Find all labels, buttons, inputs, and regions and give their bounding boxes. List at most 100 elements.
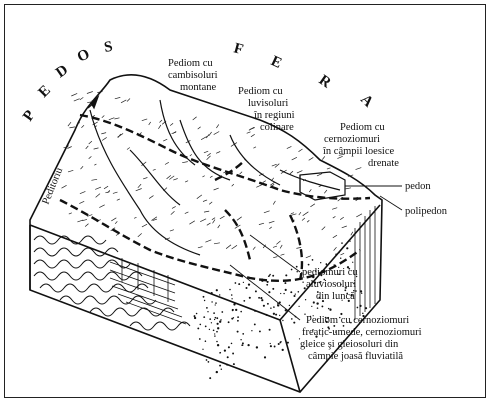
deposit-dot (278, 301, 281, 304)
hatch-stroke (324, 189, 328, 194)
deposit-dot (285, 274, 288, 277)
deposit-dot (338, 251, 340, 254)
deposit-dot (269, 342, 271, 345)
deposit-dot (316, 307, 319, 309)
hatch-stroke (77, 219, 84, 223)
deposit-dot (233, 303, 236, 306)
hatch-stroke (173, 178, 178, 181)
hatch-stroke (290, 212, 295, 215)
deposit-dot (227, 346, 230, 349)
hatch-stroke (212, 219, 216, 224)
deposit-dot (236, 330, 239, 333)
hatch-stroke (262, 180, 266, 183)
label-cambisoluri: Pediom cu cambisoluri montane (168, 58, 218, 93)
deposit-dot (339, 316, 341, 319)
label-cambisoluri-line: Pediom cu (168, 58, 213, 69)
deposit-dot (290, 291, 293, 294)
deposit-dot (223, 349, 227, 352)
deposit-dot (273, 306, 275, 308)
deposit-dot (293, 294, 296, 298)
deposit-dot (217, 327, 220, 330)
hatch-stroke (298, 211, 302, 216)
deposit-dot (232, 363, 235, 366)
deposit-dot (336, 282, 338, 285)
hatch-stroke (68, 212, 72, 215)
deposit-dot (280, 340, 282, 343)
deposit-dot (219, 294, 221, 296)
deposit-dot (211, 301, 213, 303)
deposit-dot (242, 333, 245, 335)
deposit-dot (346, 292, 349, 295)
hatch-stroke (206, 134, 210, 139)
deposit-dot (315, 335, 318, 338)
label-luvisoluri-line: luvisoluri (248, 98, 288, 109)
deposit-dot (268, 291, 271, 294)
label-cernoziomuri-line: Pediom cu (340, 122, 385, 133)
hatch-stroke (331, 207, 338, 210)
hatch-stroke (272, 200, 276, 205)
hatch-stroke (274, 163, 280, 168)
deposit-dot (309, 315, 312, 318)
hatch-stroke (87, 214, 93, 217)
deposit-dot (318, 281, 320, 284)
deposit-dot (341, 299, 343, 301)
title-letter-f: F (232, 40, 247, 58)
deposit-dot (284, 288, 287, 291)
hatch-stroke (209, 175, 213, 178)
pedon-block (299, 171, 346, 201)
deposit-dot (195, 312, 198, 315)
deposit-dot (281, 348, 284, 352)
hatch-stroke (249, 127, 255, 130)
deposit-dot (353, 282, 355, 285)
hatch-stroke (115, 232, 121, 236)
deposit-dot (327, 326, 330, 329)
deposit-dot (307, 263, 310, 266)
deposit-dot (280, 292, 282, 295)
hatch-stroke (148, 195, 154, 199)
hatch-stroke (250, 134, 255, 138)
deposit-dot (210, 291, 213, 295)
deposit-dot (226, 356, 229, 359)
deposit-dot (340, 312, 343, 316)
hatch-stroke (67, 169, 74, 173)
deposit-dot (314, 270, 317, 272)
hatch-stroke (114, 97, 121, 100)
deposit-dot (198, 338, 201, 340)
deposit-dot (325, 263, 328, 266)
deposit-dot (216, 322, 219, 325)
hatch-stroke (86, 91, 93, 94)
hatch-stroke (95, 186, 102, 190)
deposit-dot (338, 266, 340, 269)
label-luvisoluri-line: Pediom cu (238, 86, 283, 97)
deposit-dot (344, 289, 347, 292)
deposit-dot (350, 321, 352, 324)
hatch-stroke (141, 223, 148, 228)
strata-brick (109, 258, 187, 325)
deposit-dot (324, 316, 327, 319)
deposit-dot (204, 340, 207, 342)
deposit-dot (298, 338, 301, 340)
deposit-dot (226, 363, 229, 366)
deposit-dot (202, 295, 205, 298)
hatch-stroke (213, 131, 220, 135)
deposit-dot (313, 281, 317, 284)
deposit-dot (238, 283, 241, 286)
label-gleice-line: câmpie joasă fluviatilă (308, 351, 403, 362)
hatch-stroke (192, 116, 197, 121)
hatch-stroke (306, 220, 310, 223)
deposit-dot (288, 304, 291, 307)
deposit-dot (270, 307, 272, 309)
deposit-dot (312, 329, 314, 331)
deposit-dot (304, 313, 306, 315)
deposit-dot (321, 300, 325, 303)
hatch-stroke (236, 216, 242, 221)
deposit-dot (286, 341, 289, 344)
hatch-stroke (117, 133, 124, 138)
hatch-stroke (203, 210, 210, 213)
label-polipedon: polipedon (405, 206, 448, 217)
hatch-stroke (105, 191, 110, 194)
label-aluviosoluri-line: pediomuri cu (302, 267, 358, 278)
deposit-dot (207, 361, 210, 363)
hatch-stroke (137, 233, 142, 238)
deposit-dot (204, 325, 207, 328)
